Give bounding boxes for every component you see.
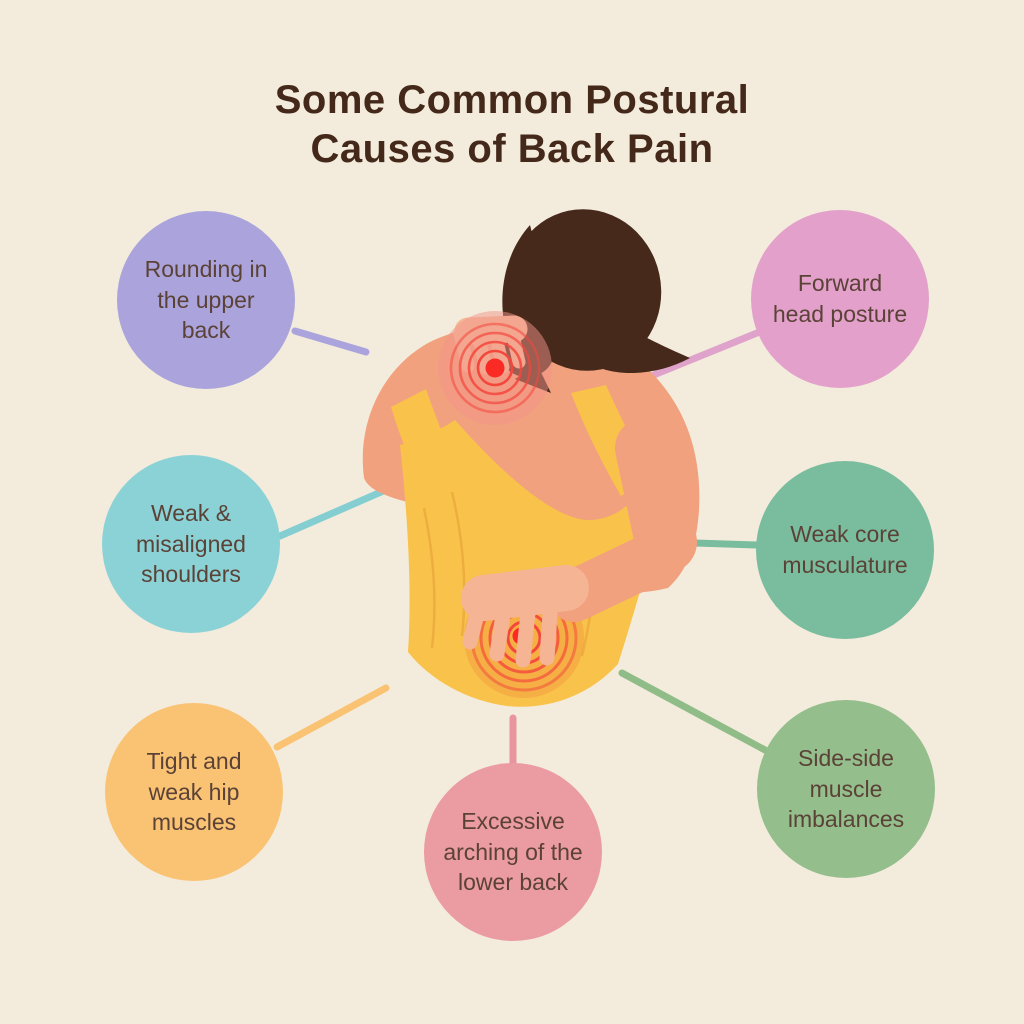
connector-tight-weak-hip-muscles	[273, 684, 390, 751]
connector-lines	[273, 327, 769, 770]
cause-label: Side-side muscle imbalances	[787, 745, 905, 833]
connector-weak-misaligned-shoulders	[276, 485, 392, 540]
cause-label: Weak core musculature	[782, 521, 908, 578]
connector-rounding-upper-back	[291, 327, 370, 356]
connector-weak-core-musculature	[691, 539, 760, 549]
woman-back-pain-illustration	[362, 209, 700, 707]
tank-top-strap-left	[391, 389, 466, 503]
cause-node-excessive-arching-lower-back: Excessive arching of the lower back	[424, 763, 602, 941]
cause-label: Excessive arching of the lower back	[443, 808, 583, 896]
cause-node-side-side-muscle-imbalances: Side-side muscle imbalances	[757, 700, 935, 878]
cause-node-weak-misaligned-shoulders: Weak & misaligned shoulders	[102, 455, 280, 633]
connector-side-side-muscle-imbalances	[618, 669, 769, 754]
lower-back-hand	[461, 565, 589, 668]
connector-forward-head-posture	[630, 329, 761, 387]
cause-node-rounding-upper-back: Rounding in the upper back	[117, 211, 295, 389]
pain-marker-neck	[438, 311, 552, 425]
cause-node-weak-core-musculature: Weak core musculature	[756, 461, 934, 639]
cause-label: Weak & misaligned shoulders	[136, 500, 246, 588]
page-title: Some Common Postural Causes of Back Pain	[274, 78, 750, 172]
cause-label: Rounding in the upper back	[144, 256, 268, 344]
cause-node-forward-head-posture: Forward head posture	[751, 210, 929, 388]
cause-node-tight-weak-hip-muscles: Tight and weak hip muscles	[105, 703, 283, 881]
cause-label: Forward head posture	[772, 270, 908, 327]
cause-label: Tight and weak hip muscles	[146, 748, 242, 836]
